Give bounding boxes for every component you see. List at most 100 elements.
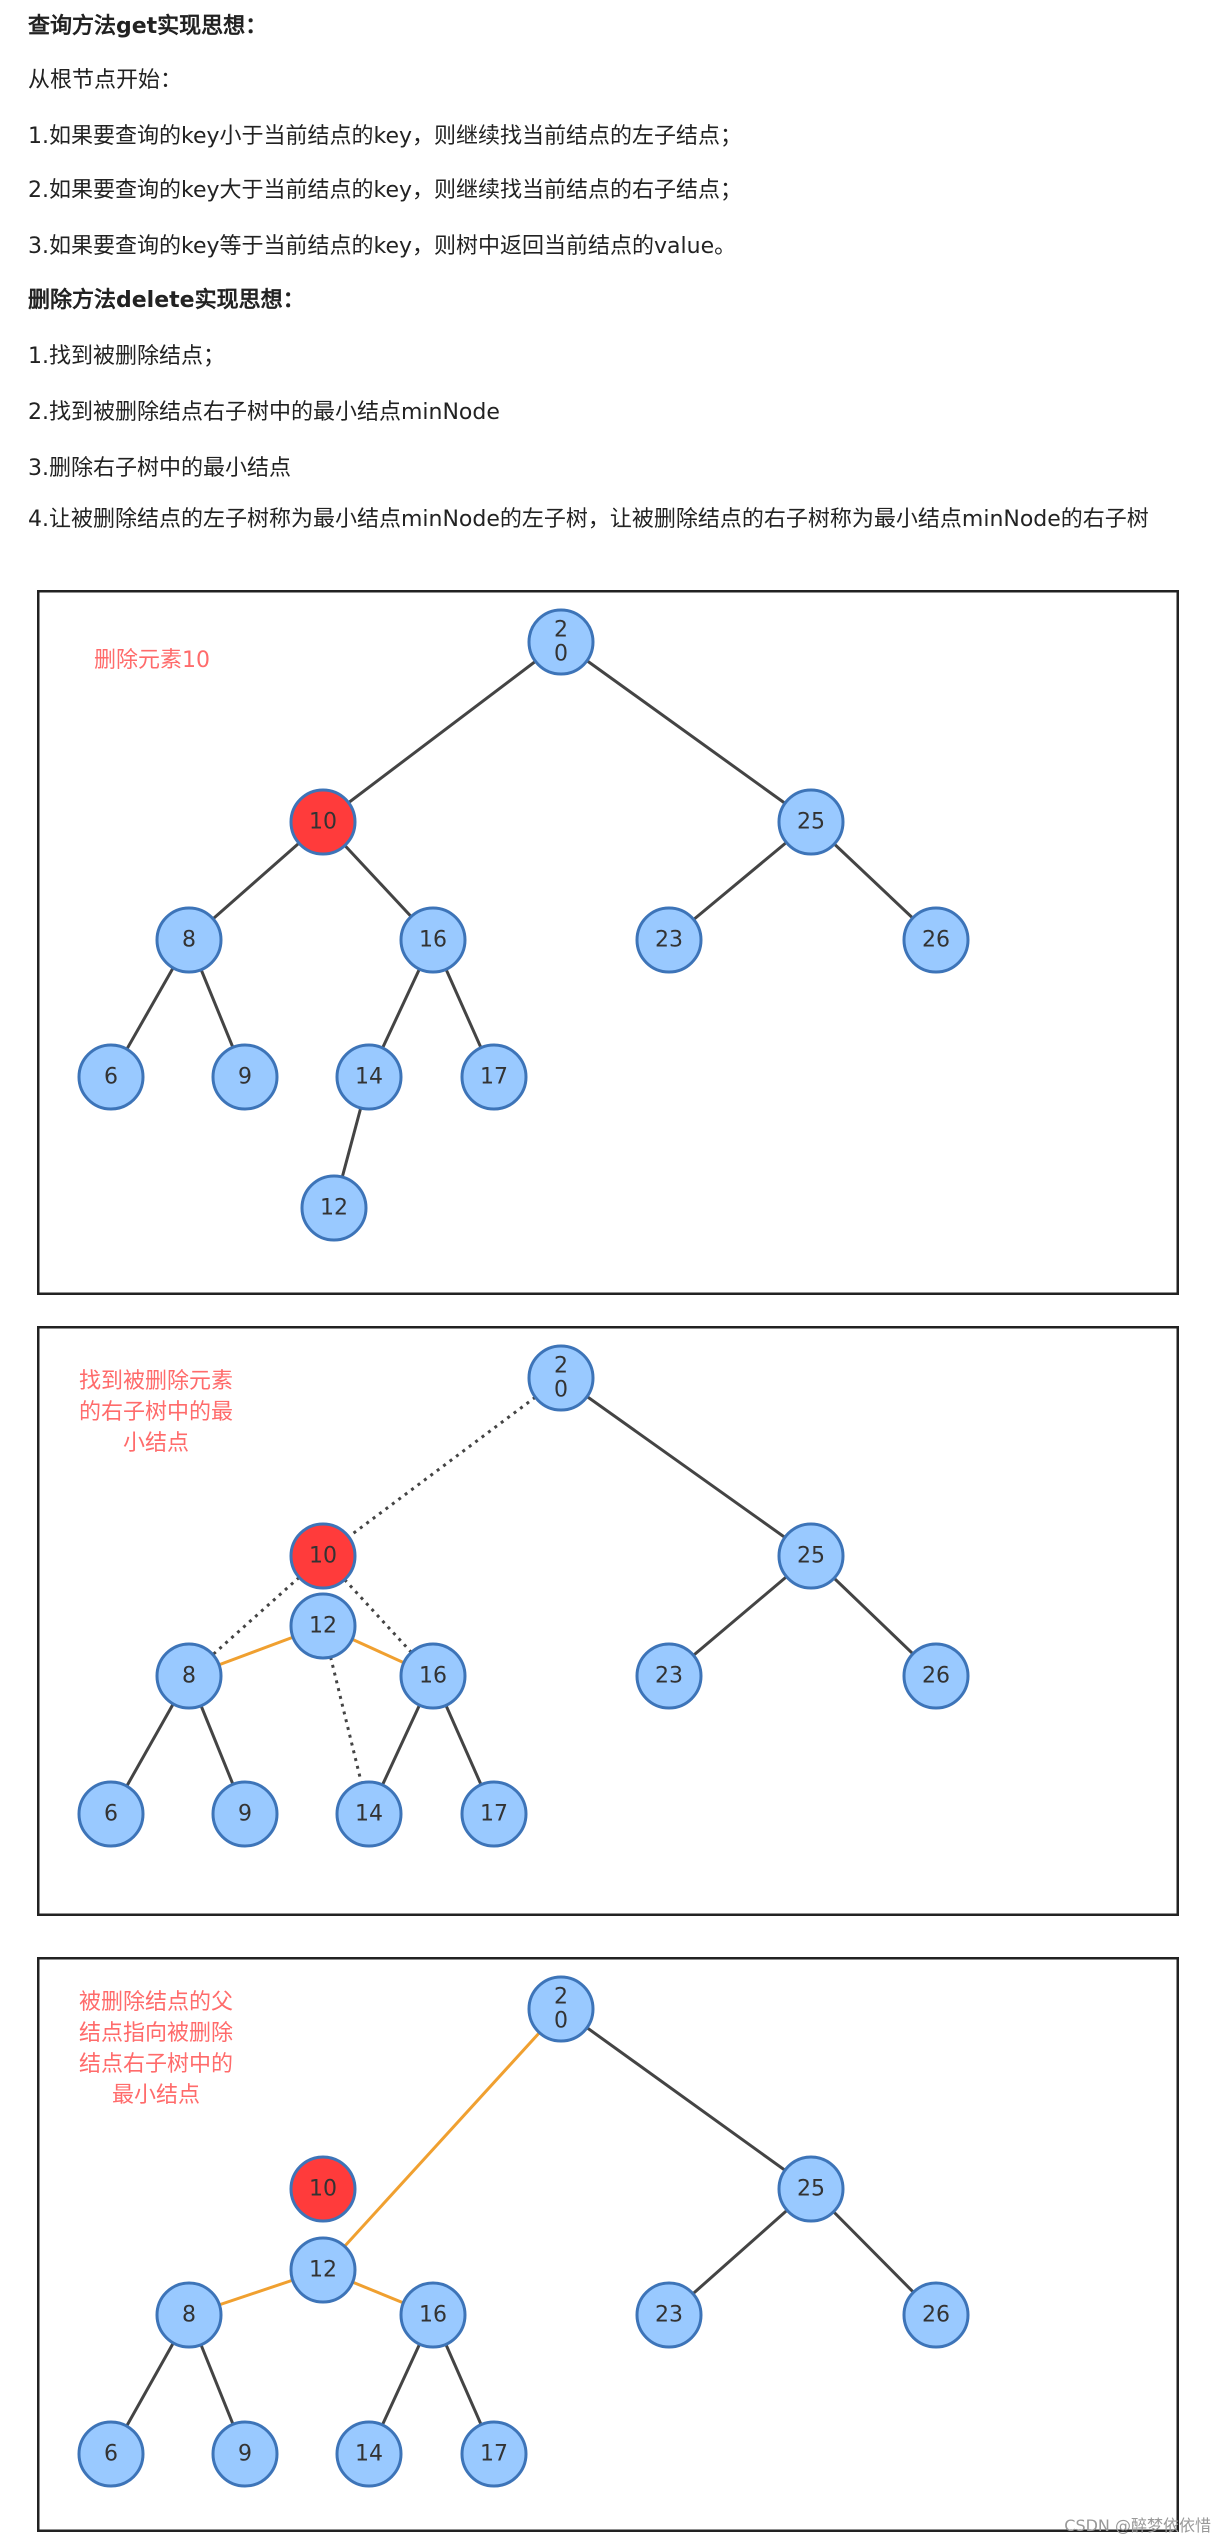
tree-node-label-root: 0	[554, 1378, 568, 1403]
delete-step-1: 1.找到被删除结点；	[28, 344, 225, 369]
tree-node-label-n12: 12	[309, 2258, 337, 2283]
diagram-caption-line: 的右子树中的最	[79, 1400, 233, 1425]
delete-title: 删除方法delete实现思想：	[28, 288, 305, 313]
tree-node-label-n23: 23	[655, 1664, 683, 1689]
tree-node-label-root: 0	[554, 642, 568, 667]
footer-watermark: CSDN @醉梦依依惜	[1064, 2516, 1211, 2535]
tree-node-n9	[211, 1043, 279, 1111]
tree-node-label-root: 2	[554, 618, 568, 643]
tree-node-label-n16: 16	[419, 2303, 447, 2328]
tree-node-label-n9: 9	[238, 1802, 252, 1827]
tree-node-n10	[289, 1522, 357, 1590]
tree-node-n8	[155, 906, 223, 974]
get-step-2: 2.如果要查询的key大于当前结点的key，则继续找当前结点的右子结点；	[28, 178, 743, 203]
tree-node-label-n16: 16	[419, 1664, 447, 1689]
get-start-text: 从根节点开始：	[28, 68, 183, 93]
tree-edge-root-n10	[322, 640, 562, 824]
tree-node-label-n26: 26	[922, 2303, 950, 2328]
diagram-caption-line: 最小结点	[112, 2083, 200, 2108]
tree-node-n25	[777, 788, 845, 856]
tree-node-label-n26: 26	[922, 928, 950, 953]
tree-node-n16	[399, 906, 467, 974]
tree-edge-n10-n8	[187, 1554, 325, 1678]
diagram-frame	[37, 590, 1179, 1295]
delete-step-4: 4.让被删除结点的左子树称为最小结点minNode的左子树，让被删除结点的右子树…	[28, 507, 1149, 532]
tree-edge-root-n12	[321, 2007, 563, 2272]
tree-node-n6	[77, 1043, 145, 1111]
tree-node-label-n25: 25	[797, 2177, 825, 2202]
tree-edge-root-n25	[560, 640, 812, 824]
tree-node-label-n14: 14	[355, 2442, 383, 2467]
tree-node-n26	[902, 1642, 970, 1710]
tree-node-n10	[289, 788, 357, 856]
tree-node-n16	[399, 2281, 467, 2349]
tree-node-label-n16: 16	[419, 928, 447, 953]
tree-node-n17	[460, 1043, 528, 1111]
tree-node-label-n25: 25	[797, 1544, 825, 1569]
tree-node-root	[527, 608, 595, 676]
tree-node-n12	[289, 1592, 357, 1660]
tree-node-n12	[289, 2236, 357, 2304]
tree-edge-n10-n16	[321, 1554, 435, 1678]
get-title: 查询方法get实现思想：	[28, 14, 268, 39]
tree-node-label-root: 2	[554, 1985, 568, 2010]
tree-node-label-n14: 14	[355, 1802, 383, 1827]
tree-node-n23	[635, 1642, 703, 1710]
tree-node-label-n8: 8	[182, 1664, 196, 1689]
tree-node-n14	[335, 1780, 403, 1848]
get-step-1: 1.如果要查询的key小于当前结点的key，则继续找当前结点的左子结点；	[28, 124, 743, 149]
tree-node-root	[527, 1344, 595, 1412]
tree-node-label-n14: 14	[355, 1065, 383, 1090]
tree-node-label-n8: 8	[182, 928, 196, 953]
diagram-caption-line: 小结点	[123, 1431, 189, 1456]
tree-node-n6	[77, 1780, 145, 1848]
tree-node-label-n6: 6	[104, 2442, 118, 2467]
diagram-caption-line: 找到被删除元素	[79, 1369, 233, 1394]
tree-node-n26	[902, 2281, 970, 2349]
tree-node-n8	[155, 2281, 223, 2349]
delete-step-2: 2.找到被删除结点右子树中的最小结点minNode	[28, 400, 500, 425]
diagram-caption-line: 删除元素10	[94, 648, 210, 673]
tree-node-n14	[335, 1043, 403, 1111]
tree-node-label-n12: 12	[320, 1196, 348, 1221]
tree-node-label-n9: 9	[238, 2442, 252, 2467]
tree-node-label-n17: 17	[480, 1065, 508, 1090]
tree-node-n17	[460, 2420, 528, 2488]
tree-node-n23	[635, 2281, 703, 2349]
tree-node-label-n10: 10	[309, 810, 337, 835]
tree-node-label-n10: 10	[309, 1544, 337, 1569]
tree-node-label-n17: 17	[480, 1802, 508, 1827]
tree-node-n26	[902, 906, 970, 974]
diagram-caption-line: 结点指向被删除	[79, 2021, 233, 2046]
tree-node-label-n26: 26	[922, 1664, 950, 1689]
tree-node-label-n23: 23	[655, 928, 683, 953]
tree-node-n25	[777, 1522, 845, 1590]
tree-node-n23	[635, 906, 703, 974]
tree-node-label-n6: 6	[104, 1065, 118, 1090]
tree-node-label-n12: 12	[309, 1614, 337, 1639]
tree-node-n25	[777, 2155, 845, 2223]
tree-node-n8	[155, 1642, 223, 1710]
get-step-3: 3.如果要查询的key等于当前结点的key，则树中返回当前结点的value。	[28, 234, 737, 259]
tree-node-label-n8: 8	[182, 2303, 196, 2328]
tree-node-label-n25: 25	[797, 810, 825, 835]
tree-node-label-n10: 10	[309, 2177, 337, 2202]
tree-node-root	[527, 1975, 595, 2043]
tree-node-label-n17: 17	[480, 2442, 508, 2467]
tree-node-label-n23: 23	[655, 2303, 683, 2328]
diagram-caption-line: 被删除结点的父	[79, 1990, 233, 2015]
tree-node-label-n6: 6	[104, 1802, 118, 1827]
tree-node-n6	[77, 2420, 145, 2488]
tree-edge-root-n10	[322, 1376, 562, 1558]
tree-node-n14	[335, 2420, 403, 2488]
tree-edge-root-n25	[560, 2007, 812, 2191]
tree-node-label-root: 0	[554, 2009, 568, 2034]
tree-node-label-root: 2	[554, 1354, 568, 1379]
tree-node-n12	[300, 1174, 368, 1242]
tree-node-n16	[399, 1642, 467, 1710]
